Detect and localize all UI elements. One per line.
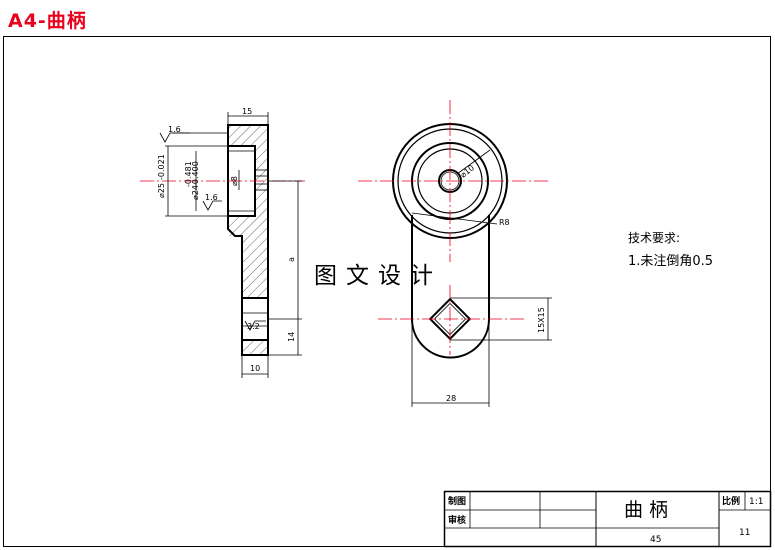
dim-15x15: 15X15: [537, 307, 546, 333]
dim-14: 14: [287, 332, 296, 342]
page-title: A4-曲柄: [8, 10, 87, 32]
drawing-border: [3, 36, 771, 547]
title-block-material: 45: [650, 535, 661, 545]
dim-a: a: [287, 257, 296, 262]
hatch-top: [228, 125, 268, 146]
hatch-arm-end: [242, 340, 268, 355]
watermark-text: 图文设计: [314, 263, 442, 289]
arm-outline: [411, 215, 490, 359]
tech-requirements-item: 1.未注倒角0.5: [628, 254, 713, 269]
title-block: 制图 审核 曲 柄 45 比例 1:1 11: [443, 490, 772, 548]
dim-dia-25: ⌀25: [157, 183, 166, 198]
dim-dia-24-tol-lower: -0.400: [191, 161, 200, 187]
section-view: 15 1.6 ⌀25 -0.021 ⌀24 -0.481 -0.400 1.6 …: [140, 107, 305, 378]
hatch-bottom-boss: [228, 216, 268, 236]
square-hole: [428, 297, 472, 341]
section-outline: [227, 124, 269, 356]
dim-dia-24-tol-upper: -0.481: [184, 161, 193, 187]
title-block-checked: 审核: [448, 514, 466, 526]
dim-dia-8: ⌀8: [230, 176, 239, 186]
tech-requirements-heading: 技术要求:: [628, 231, 680, 245]
dim-dia-24: ⌀24: [191, 185, 200, 200]
title-block-drawn: 制图: [448, 495, 466, 507]
dim-28: 28: [446, 394, 456, 403]
title-block-scale-label: 比例: [722, 495, 740, 507]
dim-15: 15: [242, 107, 252, 116]
dim-dia-10: ⌀10: [459, 163, 476, 179]
dim-r8: R8: [499, 218, 510, 227]
hatch-arm: [242, 236, 268, 298]
title-block-part-name: 曲 柄: [624, 499, 668, 521]
title-block-scale-value: 1:1: [749, 497, 763, 507]
roughness-mid: 1.6: [205, 193, 218, 202]
roughness-top: 1.6: [168, 125, 181, 134]
roughness-low: 3.2: [247, 322, 260, 331]
dim-dia-25-tol: -0.021: [157, 154, 166, 180]
title-block-quantity: 11: [739, 528, 750, 538]
front-view: ⌀10 R8 15X15 28: [358, 100, 552, 407]
dim-10: 10: [250, 364, 260, 373]
